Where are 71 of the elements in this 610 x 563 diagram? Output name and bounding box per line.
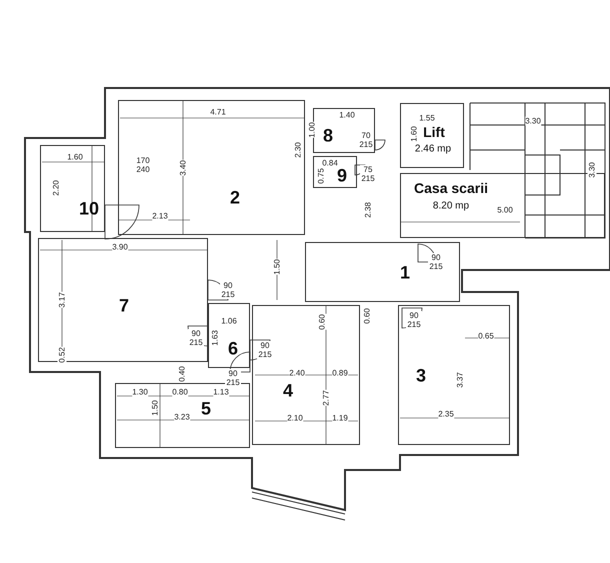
dimension-label: 0.75 [316,168,326,184]
dimension-label: 1.13 [213,388,229,396]
room-name: 1 [400,262,410,284]
door-size-label: 90 215 [188,329,204,347]
room-outline [38,238,208,362]
room-outline [118,100,305,235]
dimension-label: 5.00 [497,206,513,214]
dimension-label: 1.60 [410,126,418,142]
room-outline [313,156,357,188]
room-name: 8 [323,126,333,146]
area-label: 2.46 mp [414,144,452,154]
dimension-label: 1.30 [132,388,148,396]
dimension-label: 4.71 [210,108,226,116]
dimension-label: 1.50 [272,259,282,275]
door-size-label: 70 215 [358,131,374,149]
door-size-label: 75 215 [360,165,376,183]
room-name: 2 [230,188,240,208]
room-outline [40,145,105,232]
dimension-label: 1.55 [419,114,435,122]
room-name: Lift [423,124,445,140]
dimension-label: 0.60 [362,308,372,324]
dimension-label: 3.90 [112,242,128,252]
area-label: 8.20 mp [432,200,470,212]
dimension-label: 2.30 [294,142,302,158]
dimension-label: 2.10 [287,414,303,422]
dimension-label: 0.89 [332,368,348,378]
dimension-label: 1.06 [221,316,237,326]
room-name: 7 [119,296,129,316]
dimension-label: 0.84 [322,158,338,168]
dimension-label: 3.23 [174,412,190,422]
door-size-label: 90 215 [257,341,273,359]
dimension-label: 3.30 [588,162,596,178]
room-outline [400,103,464,168]
dimension-label: 1.00 [308,122,316,138]
dimension-label: 1.60 [67,152,83,162]
door-size-label: 170 240 [135,156,151,174]
dimension-label: 3.40 [178,160,188,176]
dimension-label: 0.52 [58,347,66,363]
dimension-label: 1.63 [210,330,220,346]
room-outline [398,305,510,445]
room-name: 5 [201,398,211,420]
dimension-label: 0.80 [172,388,188,396]
room-name: Casa scarii [414,180,488,196]
door-size-label: 90 215 [428,253,444,271]
room-outline [313,108,375,153]
dimension-label: 1.50 [150,400,160,416]
dimension-label: 2.35 [438,410,454,418]
dimension-label: 3.37 [456,372,464,388]
door-size-label: 90 215 [225,369,241,387]
dimension-label: 2.77 [322,390,330,406]
room-outline [305,242,460,302]
dimension-label: 2.20 [52,180,60,196]
dimension-label: 3.30 [525,116,541,126]
dimension-label: 1.19 [332,414,348,422]
door-size-label: 90 215 [406,311,422,329]
room-outline [208,303,250,368]
dimension-label: 1.40 [339,110,355,120]
room-name: 3 [416,366,426,386]
dimension-label: 0.60 [318,314,326,330]
room-name: 4 [283,380,293,402]
dimension-label: 2.40 [289,368,305,378]
room-name: 10 [78,198,100,220]
room-outline [252,305,360,445]
room-name: 9 [337,166,347,186]
dimension-label: 2.38 [364,202,372,218]
dimension-label: 0.65 [478,332,494,340]
door-size-label: 90 215 [220,281,236,299]
room-name: 6 [228,338,238,360]
dimension-label: 0.40 [178,366,186,382]
dimension-label: 2.13 [152,212,168,220]
dimension-label: 3.17 [58,292,66,308]
